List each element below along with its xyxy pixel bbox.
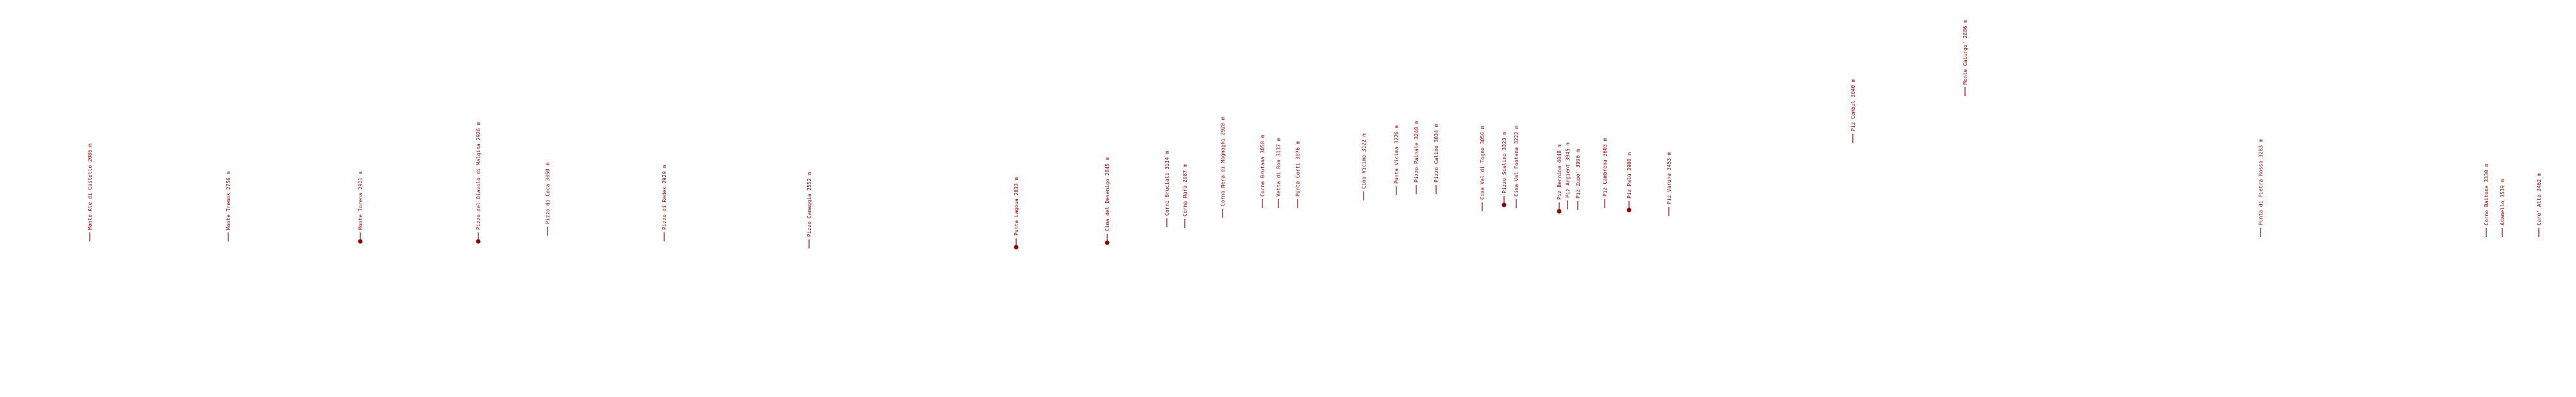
peak-label: Piz Cambrena 3603 m: [1602, 138, 1608, 197]
peak-label: Piz Argient 3945 m: [1565, 142, 1571, 198]
peak-marker: Care' Alto 3462 m: [2536, 173, 2542, 237]
peak-label: Corna Rara 2987 m: [1182, 164, 1188, 216]
peak-label: Pizzo Camaggia 2552 m: [807, 172, 812, 237]
peak-dot: [476, 239, 481, 244]
peak-label: Pizzo di Coca 3050 m: [545, 162, 551, 224]
peak-label: Cima Val Fontana 3222 m: [1514, 126, 1519, 197]
peak-label: Piz Bernina 4048 m: [1557, 144, 1562, 200]
peak-dot: [1627, 207, 1632, 213]
peak-label: Pizzo Calino 3034 m: [1434, 124, 1439, 182]
peak-marker: Pizzo di Coca 3050 m: [545, 162, 551, 236]
peak-label: Vetta di Ron 3137 m: [1276, 138, 1282, 197]
peak-label: Monte Torena 2911 m: [358, 171, 364, 230]
peak-marker: Piz Bernina 4048 m: [1557, 144, 1562, 214]
peak-label: Pizzo Painale 3248 m: [1414, 120, 1419, 182]
peak-marker: Cima Val di Togno 3056 m: [1480, 126, 1485, 211]
peak-label: Care' Alto 3462 m: [2536, 173, 2542, 225]
peak-marker: Pizzo di Redes 2929 m: [662, 165, 667, 241]
peak-marker: Monte Ale di Castello 2086 m: [87, 143, 93, 241]
peak-label: Piz Zupo' 3996 m: [1575, 149, 1581, 199]
peak-marker: Corni Bruciati 3114 m: [1164, 151, 1170, 227]
peak-label: Piz Palü 3900 m: [1627, 152, 1632, 199]
peak-marker: Cima Val Fontana 3222 m: [1514, 126, 1519, 208]
peak-dot: [358, 239, 363, 244]
peak-marker: Piz Argient 3945 m: [1565, 142, 1571, 209]
peak-label: Piz Combul 3040 m: [1850, 79, 1856, 131]
peak-dot: [1501, 202, 1507, 207]
peak-marker: Pizzo Scalino 3323 m: [1501, 131, 1507, 207]
peak-marker: Piz Palü 3900 m: [1627, 152, 1632, 213]
peak-label: Pizzo del Diavolo di Malgina 2926 m: [476, 122, 481, 230]
peak-marker: Corna Rara 2987 m: [1182, 164, 1188, 228]
peak-label: Punta Vicima 3226 m: [1394, 125, 1400, 184]
peak-marker: Punta Vicima 3226 m: [1394, 125, 1400, 195]
peak-marker: Monte Torena 2911 m: [358, 171, 364, 244]
peak-marker: Pizzo Camaggia 2552 m: [807, 172, 812, 248]
peak-label: Corna Nera di Magnaghi 2920 m: [1220, 117, 1226, 206]
peak-dot: [1105, 240, 1110, 245]
peak-label: Pizzo di Redes 2929 m: [662, 165, 667, 230]
peak-label: Adamello 3539 m: [2500, 179, 2505, 225]
peak-marker: Pizzo del Diavolo di Malgina 2926 m: [476, 122, 481, 244]
peak-marker: Pizzo Calino 3034 m: [1434, 124, 1439, 194]
peak-marker: Pizzo Painale 3248 m: [1414, 120, 1419, 194]
peak-marker: Vetta di Ron 3137 m: [1276, 138, 1282, 208]
peak-dot: [1557, 209, 1562, 214]
peak-label: Piz Varuna 3453 m: [1666, 152, 1672, 204]
peak-marker: Corna Brutana 3050 m: [1260, 134, 1266, 208]
peak-marker: Piz Cambrena 3603 m: [1602, 138, 1608, 208]
peak-marker: Piz Zupo' 3996 m: [1575, 149, 1581, 210]
peak-label: Pizzo Scalino 3323 m: [1501, 131, 1507, 193]
peak-label: Monte Ale di Castello 2086 m: [87, 143, 93, 230]
peak-marker: Punta Lagoua 2833 m: [1014, 177, 1019, 250]
peak-marker: Punta Corti 3076 m: [1295, 141, 1301, 208]
peak-label: Cima del Desenigo 2845 m: [1105, 157, 1110, 231]
peak-label: Monte Tremok 2756 m: [226, 171, 231, 230]
peak-marker: Piz Varuna 3453 m: [1666, 152, 1672, 216]
peak-marker: Corna Nera di Magnaghi 2920 m: [1220, 117, 1226, 218]
peak-label: Cima Val di Togno 3056 m: [1480, 126, 1485, 200]
peak-marker: Punta di Pietra Rossa 3283 m: [2258, 139, 2264, 237]
peak-label: Monte Caiurgo' 2886 m: [1962, 20, 1968, 85]
peak-marker: Monte Caiurgo' 2886 m: [1962, 20, 1968, 96]
peak-label: Corna Brutana 3050 m: [1260, 134, 1266, 197]
peak-label: Cima Vicima 3122 m: [1361, 133, 1367, 189]
peak-marker: Cima del Desenigo 2845 m: [1105, 157, 1110, 245]
peak-label: Punta Lagoua 2833 m: [1014, 177, 1019, 236]
peak-marker: Monte Tremok 2756 m: [226, 171, 231, 241]
peak-marker: Corno Baitone 3330 m: [2484, 163, 2489, 237]
peak-marker: Adamello 3539 m: [2500, 179, 2505, 237]
peak-label: Corni Bruciati 3114 m: [1164, 151, 1170, 216]
peak-label: Punta Corti 3076 m: [1295, 141, 1301, 197]
peak-marker: Cima Vicima 3122 m: [1361, 133, 1367, 200]
peak-labels-layer: Monte Ale di Castello 2086 m Monte Tremok…: [87, 20, 2542, 250]
peak-label: Punta di Pietra Rossa 3283 m: [2258, 139, 2264, 225]
peak-label: Corno Baitone 3330 m: [2484, 163, 2489, 225]
peak-marker: Piz Combul 3040 m: [1850, 79, 1856, 143]
peak-dot: [1014, 245, 1019, 250]
